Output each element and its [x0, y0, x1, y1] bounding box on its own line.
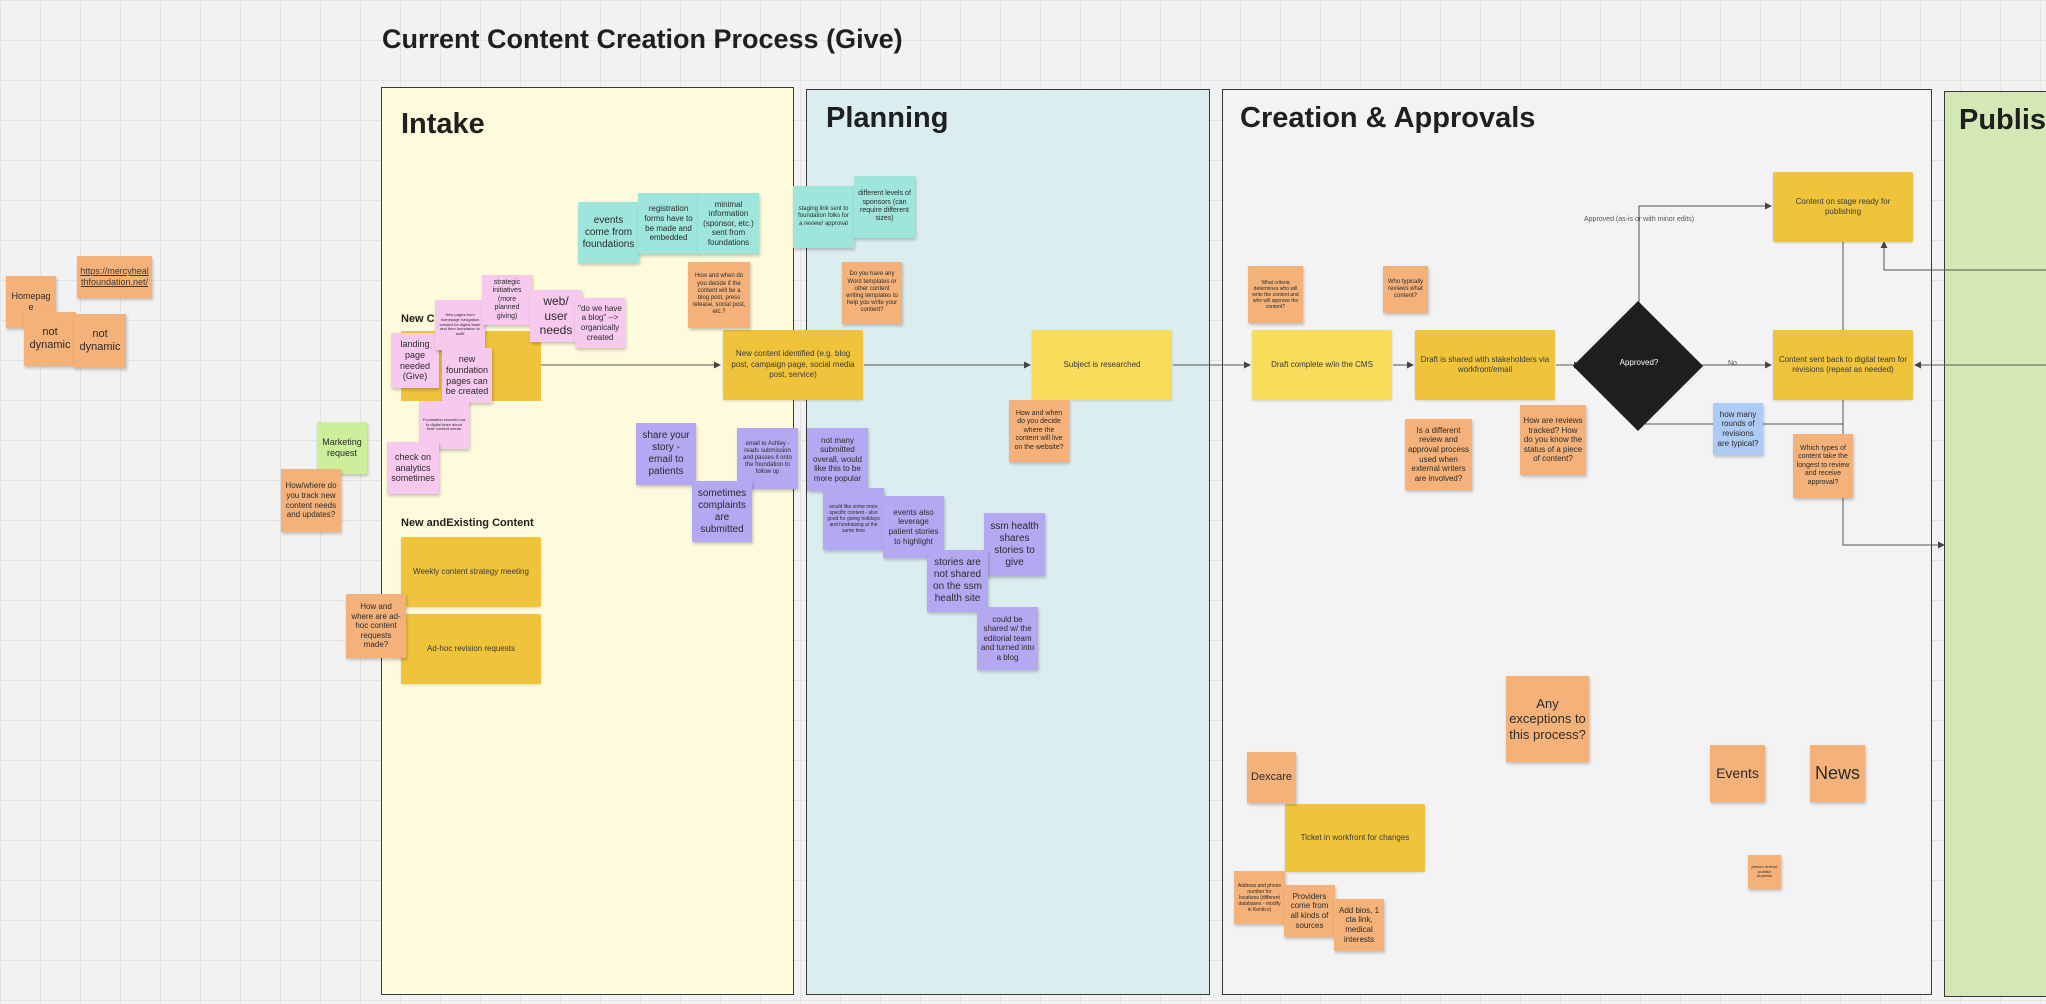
edge-decision-approved	[1638, 202, 1772, 318]
sticky-who-reviews[interactable]: Who typically reviews what content?	[1383, 266, 1428, 313]
sticky-foundation-reached[interactable]: Foundation reached out to digital team a…	[419, 401, 469, 449]
sticky-landing-page[interactable]: landing page needed (Give)	[391, 333, 439, 388]
sticky-registration[interactable]: registration forms have to be made and e…	[638, 193, 699, 254]
sticky-dexcare[interactable]: Dexcare	[1247, 752, 1296, 803]
sticky-not-shared[interactable]: stories are not shared on the ssm health…	[927, 550, 988, 612]
process-subject-researched[interactable]: Subject is researched	[1032, 330, 1172, 400]
sticky-address-phone[interactable]: Address and phone number for locations (…	[1234, 871, 1285, 924]
sticky-new-foundation[interactable]: new foundation pages can be created	[442, 348, 492, 403]
sticky-decide-format[interactable]: How and when do you decide if the conten…	[688, 262, 750, 328]
section-label-new-existing: New andExisting Content	[401, 517, 534, 529]
sticky-adhoc-question[interactable]: How and where are ad-hoc content request…	[346, 594, 406, 658]
sticky-marketing-request[interactable]: Marketing request	[317, 422, 367, 474]
lane-title-creation: Creation & Approvals	[1240, 102, 1536, 134]
lane-title-planning: Planning	[826, 102, 949, 134]
sticky-events-leverage[interactable]: events also leverage patient stories to …	[883, 496, 944, 558]
edge-label-approved: Approved (as-is or with minor edits)	[1584, 216, 1695, 223]
sticky-reviews-tracked[interactable]: How are reviews tracked? How do you know…	[1520, 405, 1586, 475]
lane-title-intake: Intake	[401, 108, 485, 140]
process-draft-shared[interactable]: Draft is shared with stakeholders via wo…	[1415, 330, 1555, 400]
sticky-events-foundations[interactable]: events come from foundations	[578, 202, 639, 263]
mercyhealth-link[interactable]: https://mercyhealthfoundation.net/	[80, 266, 149, 287]
sticky-analytics[interactable]: check on analytics sometimes	[387, 442, 439, 494]
process-ticket-workfront[interactable]: Ticket in workfront for changes	[1285, 804, 1425, 872]
sticky-link[interactable]: https://mercyhealthfoundation.net/	[77, 256, 152, 298]
sticky-news[interactable]: News	[1810, 745, 1865, 802]
sticky-criteria[interactable]: What criteria determines who will write …	[1248, 266, 1303, 323]
sticky-email-ashley[interactable]: email to Ashley - reads submission and p…	[737, 428, 798, 489]
process-weekly-meeting[interactable]: Weekly content strategy meeting	[401, 537, 541, 607]
section-label-new-content: New Co	[401, 313, 442, 325]
sticky-new-pages[interactable]: New pages from homepage navigation creat…	[435, 300, 485, 350]
sticky-not-many[interactable]: not many submitted overall, would like t…	[807, 428, 868, 491]
process-adhoc-requests[interactable]: Ad-hoc revision requests	[401, 614, 541, 684]
sticky-editorial[interactable]: could be shared w/ the editorial team an…	[977, 607, 1038, 670]
process-new-content-identified[interactable]: New content identified (e.g. blog post, …	[723, 330, 863, 400]
sticky-track-question[interactable]: How/where do you track new content needs…	[281, 469, 341, 532]
sticky-complaints[interactable]: sometimes complaints are submitted	[692, 481, 752, 542]
sticky-share-story[interactable]: share your story - email to patients	[636, 423, 696, 485]
sticky-templates[interactable]: Do you have any Word templates or other …	[842, 262, 902, 324]
sticky-revision-rounds[interactable]: how many rounds of revisions are typical…	[1713, 403, 1763, 455]
sticky-not-dynamic-2[interactable]: not dynamic	[74, 314, 126, 368]
sticky-minimal-info[interactable]: minimal information (sponsor, etc.) sent…	[698, 193, 759, 254]
sticky-organic[interactable]: "do we have a blog" --> organically crea…	[575, 298, 625, 348]
sticky-content-live[interactable]: How and when do you decide where the con…	[1009, 400, 1069, 462]
sticky-strategic[interactable]: strategic initiatives (more planned givi…	[482, 275, 532, 325]
process-content-sent-back[interactable]: Content sent back to digital team for re…	[1773, 330, 1913, 400]
sticky-longest-review[interactable]: Which types of content take the longest …	[1793, 434, 1853, 498]
process-content-staged[interactable]: Content on stage ready for publishing	[1773, 172, 1913, 242]
sticky-sponsor-levels[interactable]: different levels of sponsors (can requir…	[854, 176, 915, 238]
sticky-events[interactable]: Events	[1710, 745, 1765, 802]
edge-label-no: No	[1728, 360, 1737, 367]
decision-approved-label: Approved?	[1619, 358, 1659, 367]
sticky-would-like[interactable]: would like some more specific content - …	[823, 488, 884, 550]
sticky-external-review[interactable]: Is a different review and approval proce…	[1405, 419, 1472, 490]
edge-publish-to-staged	[1880, 241, 2046, 271]
sticky-staging-link[interactable]: staging link sent to foundation folks fo…	[793, 186, 854, 248]
sticky-exceptions[interactable]: Any exceptions to this process?	[1506, 676, 1589, 762]
board-title: Current Content Creation Process (Give)	[382, 24, 903, 54]
sticky-person-review[interactable]: person review/ publish requests	[1748, 855, 1781, 889]
sticky-providers[interactable]: Providers come from all kinds of sources	[1284, 885, 1335, 937]
lane-title-publish: Publish	[1959, 104, 2046, 136]
sticky-ssm-shares[interactable]: ssm health shares stories to give	[984, 513, 1045, 576]
process-draft-complete[interactable]: Draft complete w/in the CMS	[1252, 330, 1392, 400]
sticky-web-user-needs[interactable]: web/ user needs	[530, 290, 582, 342]
sticky-not-dynamic-1[interactable]: not dynamic	[24, 312, 76, 366]
sticky-bios[interactable]: Add bios, 1 cta link, medical interests	[1334, 899, 1384, 951]
